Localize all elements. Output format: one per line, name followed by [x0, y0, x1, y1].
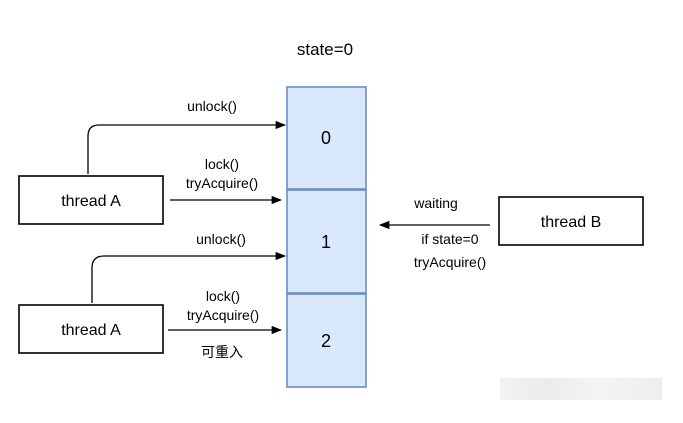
- blurred-watermark: [500, 378, 662, 400]
- state-cell-2-label: 2: [321, 331, 331, 351]
- thread-a-top-box: thread A: [18, 175, 164, 225]
- thread-a-bottom-label: thread A: [61, 322, 121, 339]
- unlock-mid-edge: [91, 251, 287, 303]
- thread-b-box: thread B: [498, 196, 644, 246]
- state-cell-2: 2: [286, 293, 367, 388]
- state-cell-0-label: 0: [321, 128, 331, 148]
- lock-top-label: lock(): [205, 156, 239, 172]
- try-acquire-bottom-label: tryAcquire(): [187, 307, 259, 323]
- state-label: state=0: [297, 40, 353, 59]
- lock-bottom-label: lock(): [206, 288, 240, 304]
- thread-a-bottom-box: thread A: [18, 304, 164, 354]
- state-cell-1: 1: [286, 189, 367, 294]
- try-acquire-b-label: tryAcquire(): [414, 254, 486, 270]
- unlock-top-label: unlock(): [187, 98, 237, 114]
- if-state-label: if state=0: [421, 231, 478, 247]
- unlock-top-edge: [87, 120, 287, 174]
- waiting-label: waiting: [413, 195, 458, 211]
- reentrant-label: 可重入: [201, 344, 243, 360]
- thread-b-label: thread B: [541, 214, 601, 231]
- state-cell-0: 0: [286, 86, 367, 190]
- try-acquire-top-label: tryAcquire(): [186, 175, 258, 191]
- state-cell-1-label: 1: [321, 232, 331, 252]
- thread-a-top-label: thread A: [61, 193, 121, 210]
- unlock-mid-label: unlock(): [196, 231, 246, 247]
